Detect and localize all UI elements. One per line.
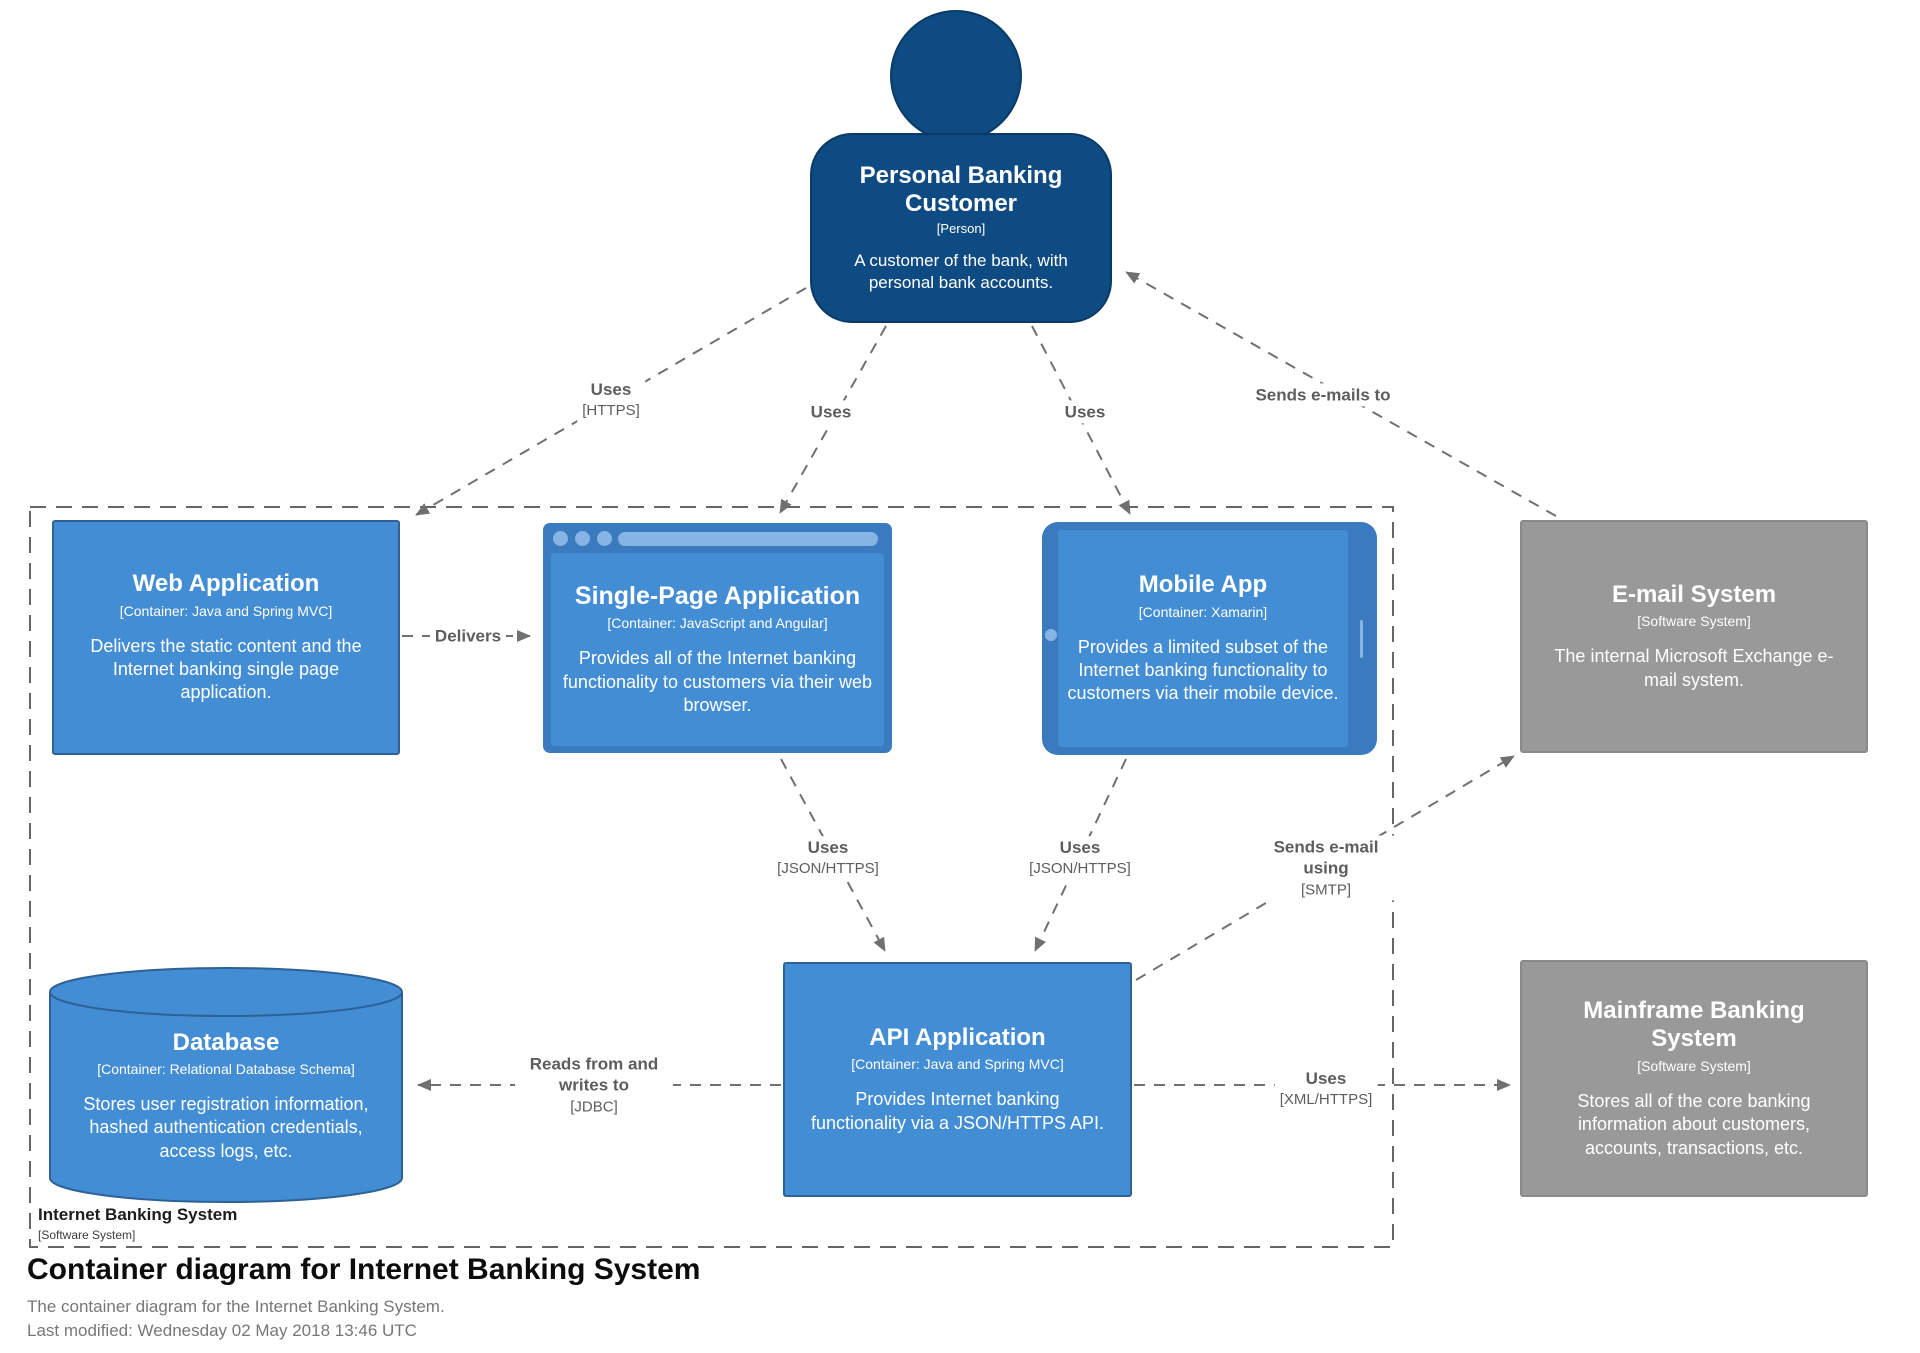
api-application-node[interactable]: API Application [Container: Java and Spr… xyxy=(783,962,1132,1197)
mainframe-name: Mainframe Banking System xyxy=(1583,997,1805,1053)
web-application-description: Delivers the static content and the Inte… xyxy=(90,635,362,703)
rel-text: Delivers xyxy=(434,626,502,646)
person-name: Personal Banking Customer xyxy=(859,162,1063,218)
rel-label-mobile-api: Uses [JSON/HTTPS] xyxy=(1024,836,1136,880)
database-description: Stores user registration information, ha… xyxy=(83,1094,369,1161)
rel-text: Uses xyxy=(807,838,849,858)
spa-meta: [Container: JavaScript and Angular] xyxy=(607,615,828,632)
mainframe-description: Stores all of the core banking informati… xyxy=(1577,1090,1811,1158)
rel-label-person-spa: Uses xyxy=(805,400,857,424)
person-meta: [Person] xyxy=(936,220,986,236)
database-cylinder[interactable] xyxy=(49,967,403,1203)
api-application-meta: [Container: Java and Spring MVC] xyxy=(851,1056,1064,1073)
diagram-last-modified: Last modified: Wednesday 02 May 2018 13:… xyxy=(27,1320,417,1340)
browser-screen: Single-Page Application [Container: Java… xyxy=(551,553,884,746)
mainframe-meta: [Software System] xyxy=(1637,1057,1751,1074)
rel-text: Sends e-mail using xyxy=(1273,837,1379,878)
single-page-application-node[interactable]: Single-Page Application [Container: Java… xyxy=(543,523,892,753)
rel-label-api-email: Sends e-mail using [SMTP] xyxy=(1258,835,1394,901)
rel-text: Uses xyxy=(1064,402,1106,422)
person-description: A customer of the bank, with personal ba… xyxy=(854,250,1068,292)
rel-text: Uses xyxy=(810,402,852,422)
rel-protocol: [JSON/HTTPS] xyxy=(777,860,879,878)
tablet-screen: Mobile App [Container: Xamarin] Provides… xyxy=(1058,530,1348,747)
tablet-home-button-icon xyxy=(1045,629,1057,641)
rel-label-person-web: Uses [HTTPS] xyxy=(577,378,645,422)
rel-label-person-mobile: Uses xyxy=(1059,400,1111,424)
rel-line-api-email xyxy=(1135,755,1515,981)
email-system-meta: [Software System] xyxy=(1637,613,1751,630)
browser-dot-icon xyxy=(575,531,590,546)
web-application-meta: [Container: Java and Spring MVC] xyxy=(119,602,333,619)
rel-protocol: [JDBC] xyxy=(570,1098,618,1115)
diagram-title: Container diagram for Internet Banking S… xyxy=(27,1253,701,1286)
title-block: Container diagram for Internet Banking S… xyxy=(27,1253,700,1343)
web-application-node[interactable]: Web Application [Container: Java and Spr… xyxy=(52,520,400,755)
rel-protocol: [SMTP] xyxy=(1300,881,1351,898)
email-system-description: The internal Microsoft Exchange e-mail s… xyxy=(1554,646,1834,690)
personal-banking-customer-node[interactable]: Personal Banking Customer [Person] A cus… xyxy=(810,133,1112,323)
rel-text: Uses xyxy=(590,380,632,400)
rel-label-spa-api: Uses [JSON/HTTPS] xyxy=(772,836,884,880)
database-meta: [Container: Relational Database Schema] xyxy=(97,1061,355,1078)
browser-address-bar xyxy=(618,532,878,546)
email-system-name: E-mail System xyxy=(1611,580,1777,608)
boundary-meta: [Software System] xyxy=(38,1227,136,1242)
mobile-app-meta: [Container: Xamarin] xyxy=(1138,603,1268,620)
rel-text: Uses xyxy=(1305,1069,1347,1089)
internet-banking-system-boundary xyxy=(29,506,1394,1248)
browser-dot-icon xyxy=(553,531,568,546)
tablet-speaker-icon xyxy=(1360,620,1363,658)
rel-protocol: [HTTPS] xyxy=(582,402,640,420)
rel-label-api-mainframe: Uses [XML/HTTPS] xyxy=(1274,1067,1378,1111)
boundary-name: Internet Banking System xyxy=(38,1205,238,1224)
rel-text: Sends e-mails to xyxy=(1255,385,1391,405)
rel-label-api-db: Reads from and writes to [JDBC] xyxy=(515,1052,673,1118)
api-application-description: Provides Internet banking functionality … xyxy=(810,1089,1105,1133)
api-application-name: API Application xyxy=(869,1023,1046,1051)
mobile-app-name: Mobile App xyxy=(1138,571,1268,599)
boundary-label: Internet Banking System [Software System… xyxy=(38,1205,238,1242)
web-application-name: Web Application xyxy=(132,570,320,598)
rel-protocol: [XML/HTTPS] xyxy=(1279,1091,1373,1109)
mobile-app-description: Provides a limited subset of the Interne… xyxy=(1067,636,1339,704)
rel-protocol: [JSON/HTTPS] xyxy=(1029,860,1131,878)
rel-text: Uses xyxy=(1059,838,1101,858)
mainframe-banking-system-node[interactable]: Mainframe Banking System [Software Syste… xyxy=(1520,960,1868,1197)
rel-label-web-spa: Delivers xyxy=(429,624,507,648)
person-head-icon xyxy=(890,10,1022,142)
diagram-description: The container diagram for the Internet B… xyxy=(27,1297,445,1316)
rel-text: Reads from and writes to xyxy=(529,1054,659,1095)
email-system-node[interactable]: E-mail System [Software System] The inte… xyxy=(1520,520,1868,753)
spa-description: Provides all of the Internet banking fun… xyxy=(562,648,873,715)
database-name: Database xyxy=(172,1028,280,1056)
spa-name: Single-Page Application xyxy=(574,581,861,610)
mobile-app-node[interactable]: Mobile App [Container: Xamarin] Provides… xyxy=(1042,522,1377,755)
browser-dot-icon xyxy=(597,531,612,546)
rel-label-email-person: Sends e-mails to xyxy=(1250,383,1396,407)
database-node[interactable]: Database [Container: Relational Database… xyxy=(60,1008,392,1184)
